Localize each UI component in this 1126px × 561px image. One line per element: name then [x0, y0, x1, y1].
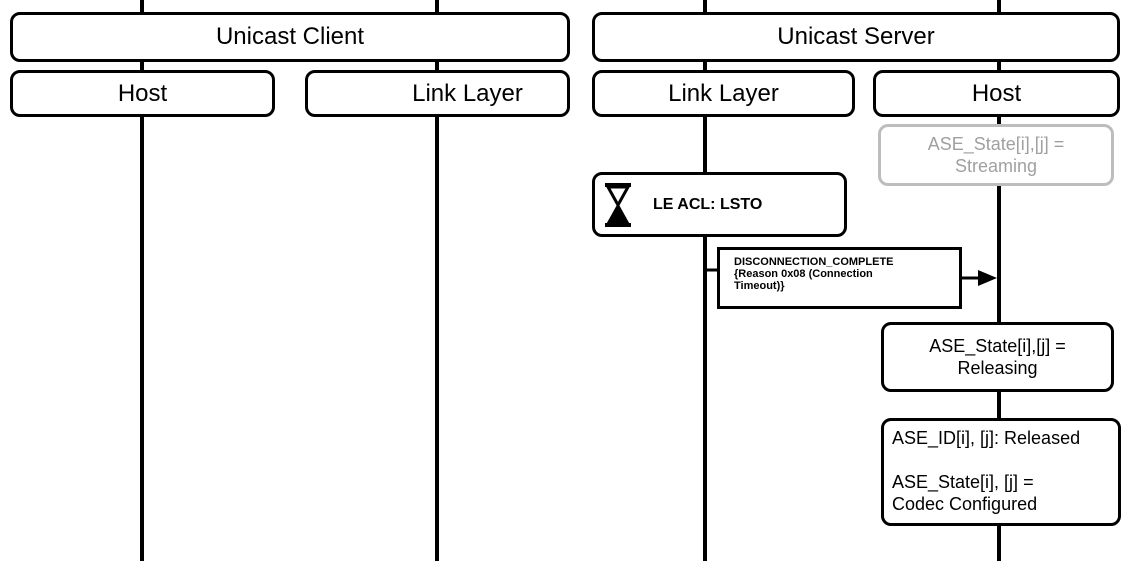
lifeline-client-link-layer — [435, 0, 439, 561]
state-releasing-box: ASE_State[i],[j] = Releasing — [881, 322, 1114, 392]
client-host-lane-header: Host — [10, 70, 275, 117]
server-link-layer-label: Link Layer — [668, 79, 779, 107]
lsto-timer-label: LE ACL: LSTO — [653, 195, 763, 213]
lsto-timer-box: LE ACL: LSTO — [592, 172, 847, 237]
unicast-server-label: Unicast Server — [777, 23, 935, 50]
state-streaming-text: ASE_State[i],[j] = Streaming — [927, 134, 1065, 176]
client-link-layer-lane-header: Link Layer — [305, 70, 570, 117]
server-host-label: Host — [971, 79, 1022, 107]
ase-released-line: ASE_ID[i], [j]: Released — [892, 428, 1081, 448]
lifeline-server-host — [997, 0, 1001, 561]
server-link-layer-lane-header: Link Layer — [592, 70, 855, 117]
unicast-client-header: Unicast Client — [10, 12, 570, 62]
unicast-server-header: Unicast Server — [592, 12, 1120, 62]
disconnection-complete-text: DISCONNECTION_COMPLETE {Reason 0x08 (Con… — [734, 256, 894, 292]
ase-released-box: ASE_ID[i], [j]: Released ASE_State[i], [… — [881, 418, 1121, 526]
unicast-client-label: Unicast Client — [215, 23, 365, 50]
ase-state-codec-line: ASE_State[i], [j] = — [892, 472, 1034, 492]
lifeline-client-host — [140, 0, 144, 561]
client-link-layer-label: Link Layer — [412, 79, 523, 107]
hourglass-icon — [605, 182, 631, 227]
client-host-label: Host — [117, 79, 168, 107]
lifeline-server-link-layer — [703, 0, 707, 561]
state-streaming-box: ASE_State[i],[j] = Streaming — [878, 124, 1114, 186]
codec-configured-line: Codec Configured — [892, 494, 1038, 514]
server-host-lane-header: Host — [873, 70, 1120, 117]
disconnection-complete-message: DISCONNECTION_COMPLETE {Reason 0x08 (Con… — [717, 247, 962, 309]
state-releasing-text: ASE_State[i],[j] = Releasing — [929, 336, 1066, 378]
